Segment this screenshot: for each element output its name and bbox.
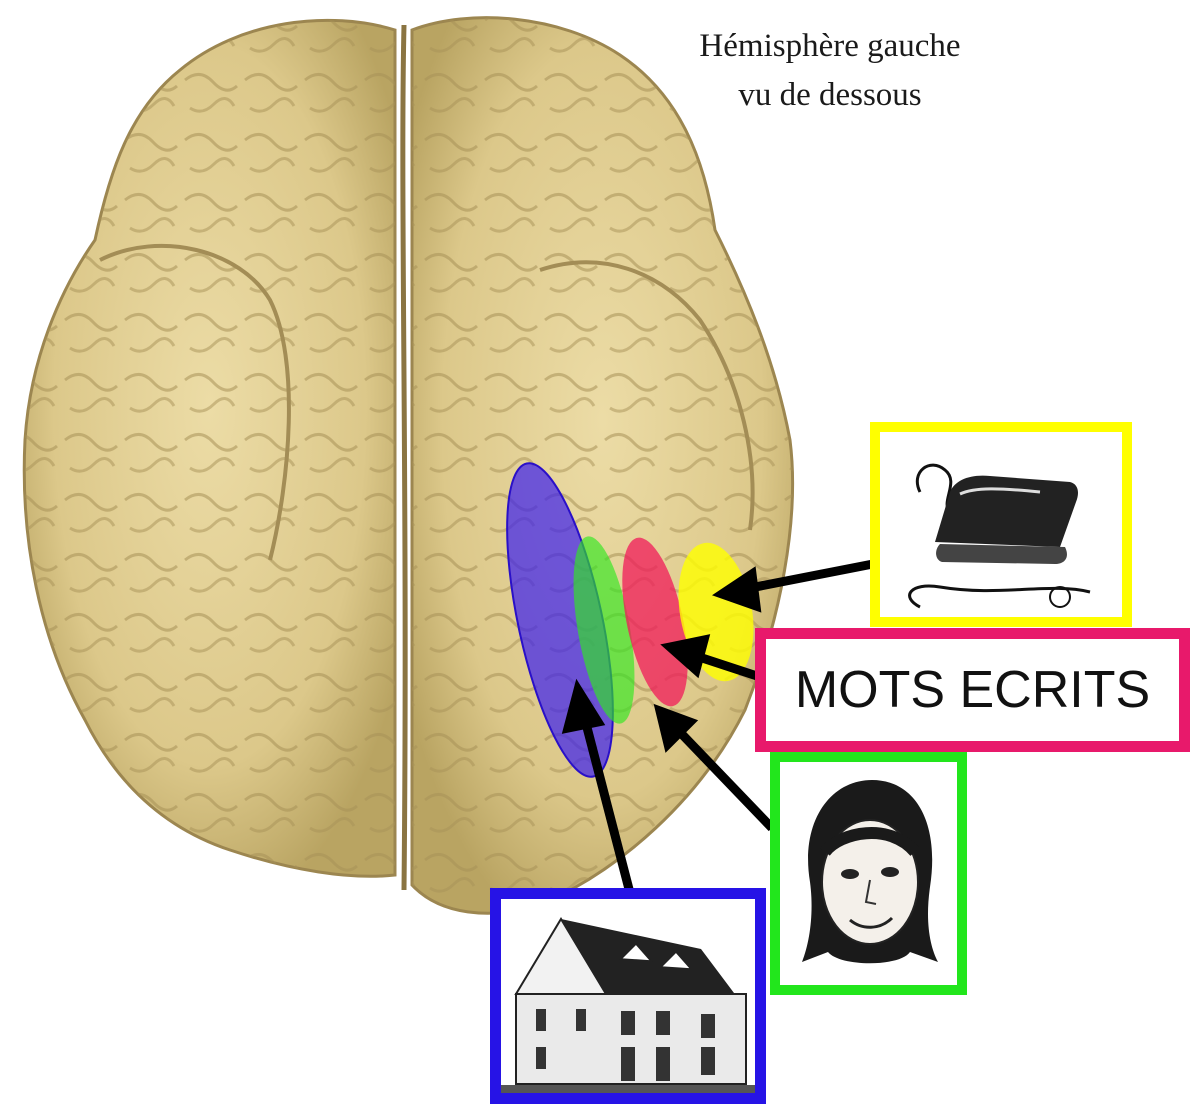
faces-panel — [770, 752, 967, 995]
iron-icon — [880, 432, 1122, 617]
written-words-panel: MOTS ECRITS — [755, 628, 1190, 752]
diagram-caption: Hémisphère gauche vu de dessous — [620, 22, 1040, 120]
objects-panel — [870, 422, 1132, 627]
midline-fissure — [403, 25, 405, 890]
house-icon — [501, 899, 755, 1093]
caption-line-1: Hémisphère gauche — [620, 22, 1040, 71]
houses-panel — [490, 888, 766, 1104]
face-icon — [780, 762, 957, 985]
caption-line-2: vu de dessous — [620, 71, 1040, 120]
written-words-label: MOTS ECRITS — [795, 660, 1150, 720]
